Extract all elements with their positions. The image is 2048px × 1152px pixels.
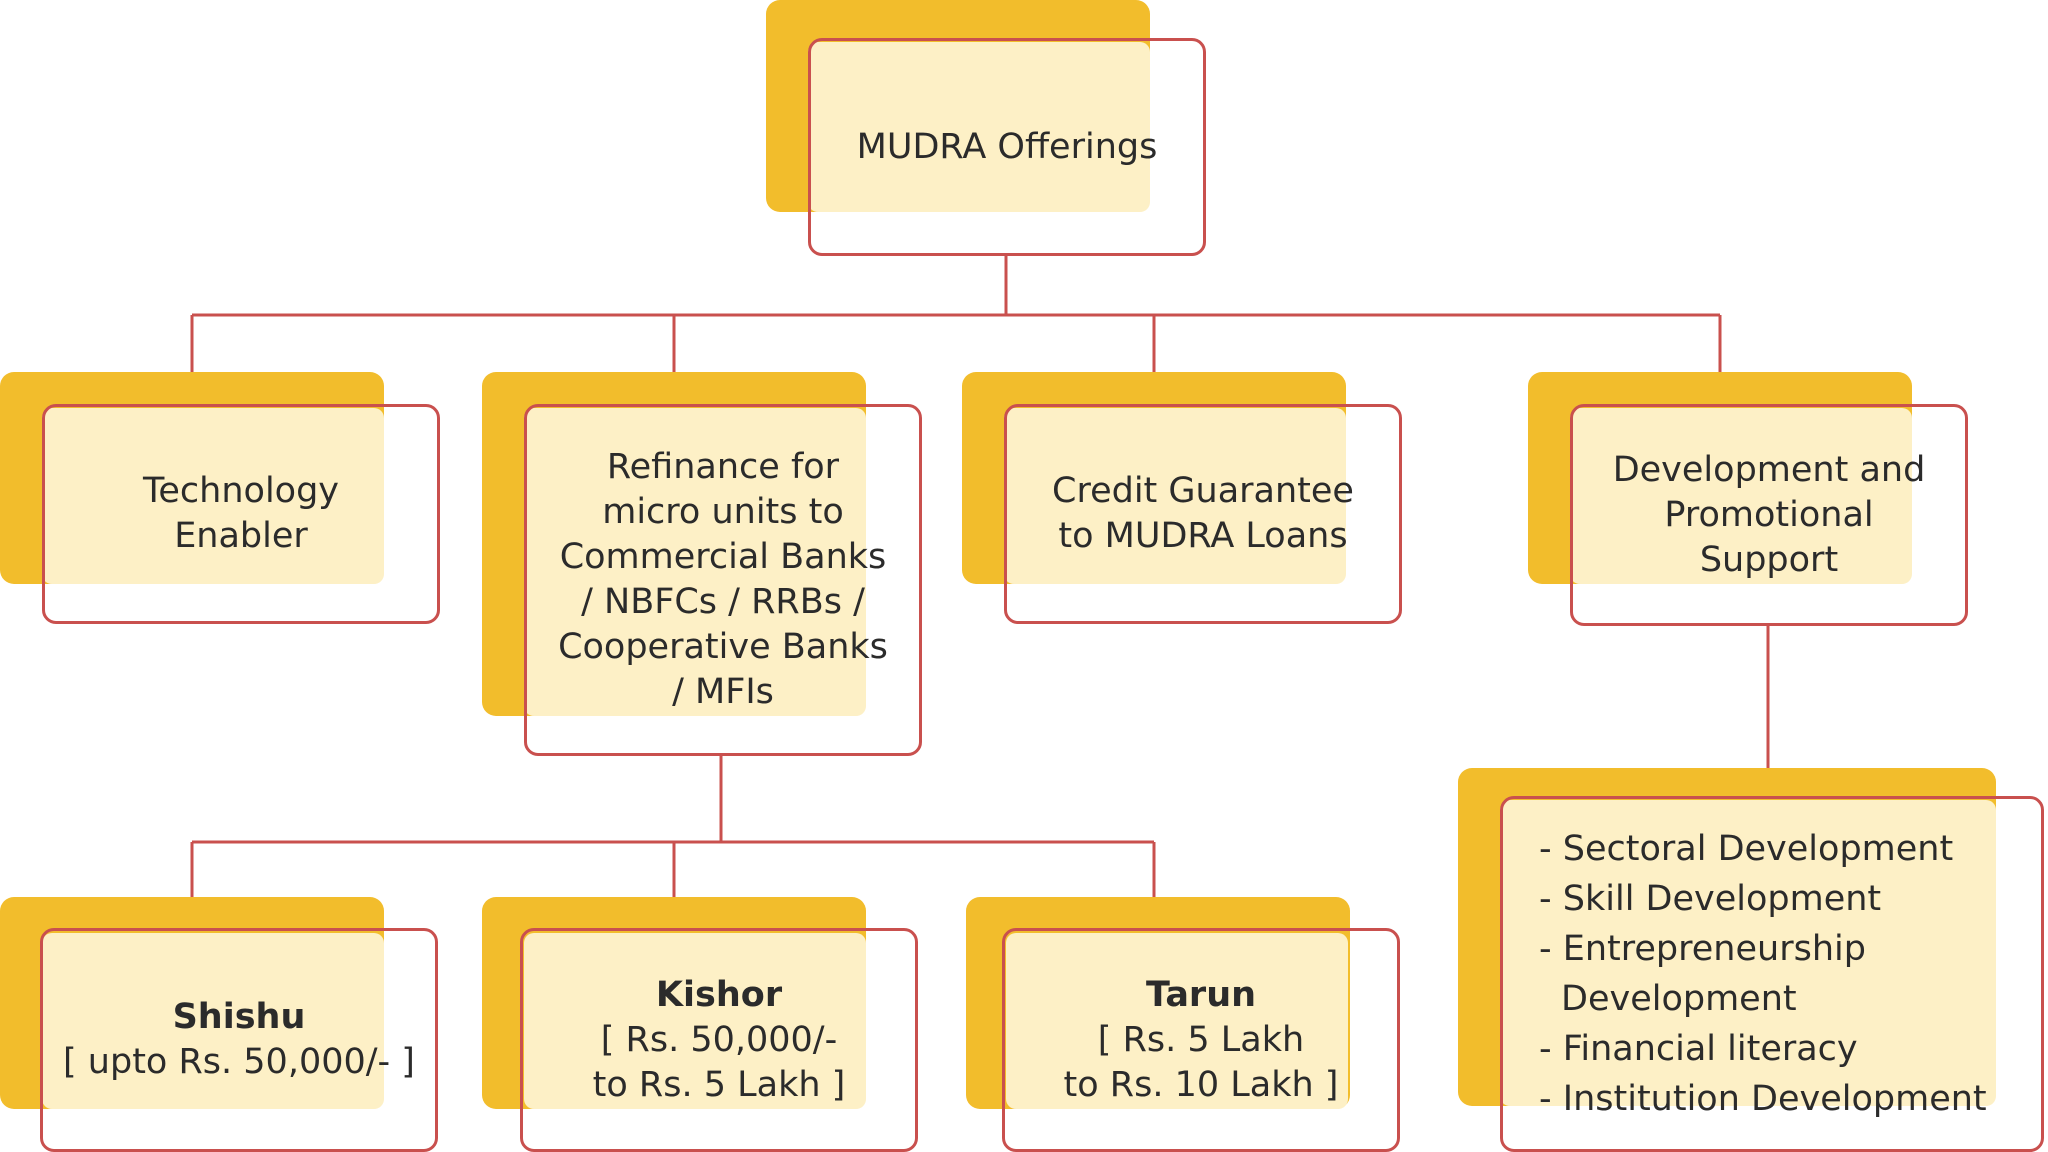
support-item-continuation: Development xyxy=(1561,979,1797,1019)
root-label: MUDRA Offerings xyxy=(856,126,1158,167)
offering-fill xyxy=(1570,408,1912,584)
loan-range-line: to Rs. 5 Lakh ] xyxy=(592,1064,846,1105)
offering-text-line: micro units to xyxy=(602,492,844,532)
loan-frame: Kishor [ Rs. 50,000/- to Rs. 5 Lakh ] xyxy=(520,928,918,1152)
loan-fill xyxy=(42,933,384,1109)
loan-range-line: [ Rs. 5 Lakh xyxy=(1097,1019,1305,1060)
loan-fill xyxy=(1006,933,1348,1109)
offering-text-line: Cooperative Banks xyxy=(558,627,888,667)
offering-frame: Technology Enabler xyxy=(42,404,440,624)
offering-fill xyxy=(524,408,866,716)
offering-text-line: Refinance for xyxy=(606,447,840,487)
loan-range-line: [ upto Rs. 50,000/- ] xyxy=(63,1042,415,1082)
offering-text-line: Development and xyxy=(1612,449,1926,490)
loan-frame: Tarun [ Rs. 5 Lakh to Rs. 10 Lakh ] xyxy=(1002,928,1400,1152)
offering-text-line: Commercial Banks xyxy=(559,537,887,577)
offering-frame: Development and Promotional Support xyxy=(1570,404,1968,626)
offering-fill xyxy=(42,408,384,584)
offering-text-line: Enabler xyxy=(174,516,308,556)
loan-frame: Shishu [ upto Rs. 50,000/- ] xyxy=(40,928,438,1152)
support-item: - Sectoral Development xyxy=(1539,829,1954,869)
support-item: - Skill Development xyxy=(1539,879,1882,919)
offering-fill xyxy=(1004,408,1346,584)
offering-text-line: Support xyxy=(1699,539,1839,580)
loan-name: Shishu xyxy=(172,997,306,1037)
support-fill xyxy=(1500,800,1996,1106)
root-node-frame: MUDRA Offerings xyxy=(808,38,1206,256)
offering-frame: Refinance for micro units to Commercial … xyxy=(524,404,922,756)
offering-frame: Credit Guarantee to MUDRA Loans xyxy=(1004,404,1402,624)
offering-text-line: / MFIs xyxy=(672,672,774,712)
offering-text-line: Technology xyxy=(142,471,340,511)
offering-text-line: / NBFCs / RRBs / xyxy=(581,582,865,622)
root-node-fill xyxy=(808,42,1150,212)
loan-fill xyxy=(524,933,866,1109)
loan-range-line: to Rs. 10 Lakh ] xyxy=(1063,1064,1339,1105)
support-item: - Institution Development xyxy=(1539,1079,1987,1119)
offering-text-line: Promotional xyxy=(1664,494,1874,535)
support-item: - Entrepreneurship xyxy=(1539,929,1866,969)
support-item: - Financial literacy xyxy=(1539,1029,1858,1069)
loan-name: Tarun xyxy=(1145,974,1257,1015)
offering-text-line: to MUDRA Loans xyxy=(1058,516,1348,556)
support-frame: - Sectoral Development - Skill Developme… xyxy=(1500,796,2044,1152)
offering-text-line: Credit Guarantee xyxy=(1052,471,1354,511)
loan-name: Kishor xyxy=(655,974,783,1015)
loan-range-line: [ Rs. 50,000/- xyxy=(600,1019,838,1060)
